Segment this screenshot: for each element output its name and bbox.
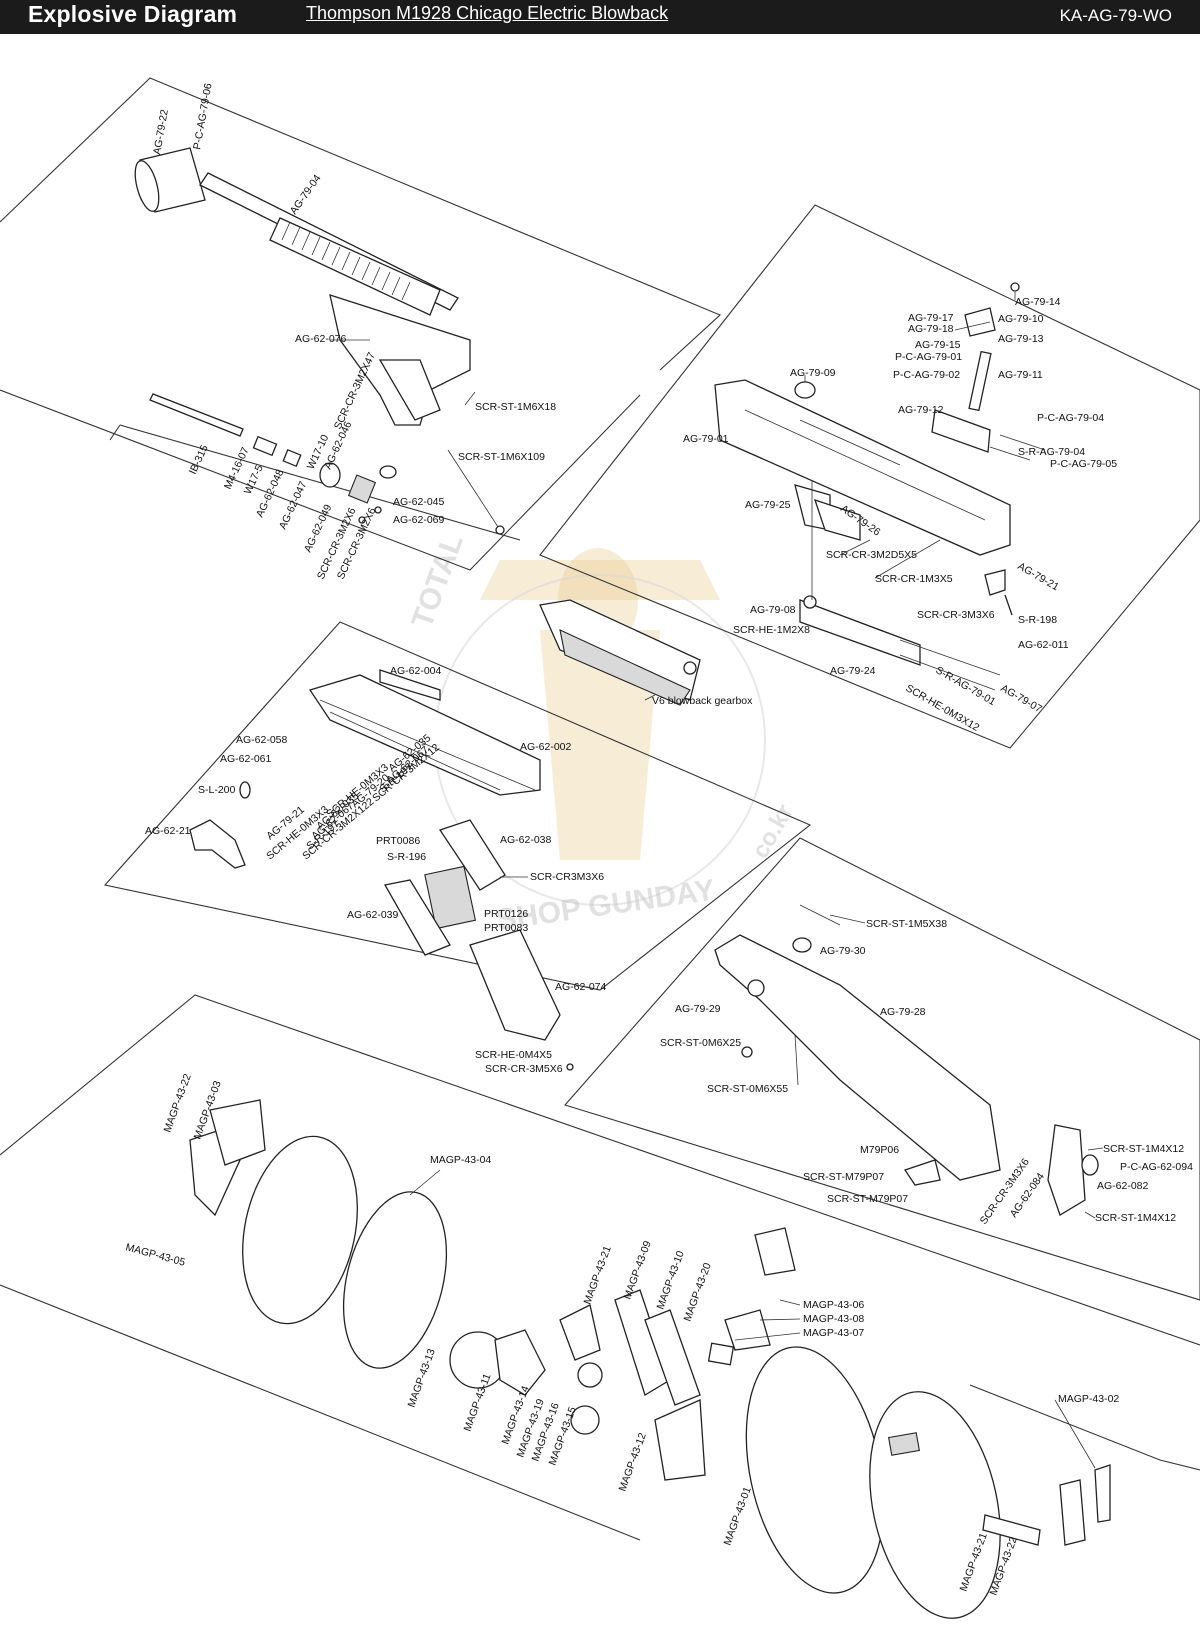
label-ag-62-076: AG-62-076 bbox=[295, 333, 347, 345]
label-ag-79-22: AG-79-22 bbox=[151, 108, 171, 155]
label-ag-62-058: AG-62-058 bbox=[236, 734, 288, 746]
label-ag-79-28: AG-79-28 bbox=[880, 1006, 926, 1018]
label-ag-79-24: AG-79-24 bbox=[830, 665, 876, 677]
label-w17-5: W17-5 bbox=[242, 463, 266, 496]
label-scr-st-1m6x18: SCR-ST-1M6X18 bbox=[475, 401, 556, 413]
label-ag-79-07: AG-79-07 bbox=[999, 682, 1045, 715]
label-ag-62-045: AG-62-045 bbox=[393, 496, 445, 508]
drum-magazine-group bbox=[189, 1099, 1111, 1619]
label-ag-79-17: AG-79-17 bbox=[908, 312, 954, 324]
label-scr-st-0m6x25: SCR-ST-0M6X25 bbox=[660, 1037, 741, 1049]
label-scr-cr-3m5x6: SCR-CR-3M5X6 bbox=[485, 1063, 563, 1075]
label-scr-cr-1m3x5: SCR-CR-1M3X5 bbox=[875, 573, 953, 585]
label-magp-43-22-a: MAGP-43-22 bbox=[162, 1072, 194, 1134]
label-ag-79-11: AG-79-11 bbox=[998, 369, 1043, 381]
header-bar: Explosive Diagram Thompson M1928 Chicago… bbox=[0, 0, 1200, 34]
label-ag-62-004: AG-62-004 bbox=[390, 665, 442, 677]
label-magp-43-12: MAGP-43-12 bbox=[617, 1431, 649, 1493]
label-scr-st-1m6x109: SCR-ST-1M6X109 bbox=[458, 451, 545, 463]
label-scr-st-0m6x55: SCR-ST-0M6X55 bbox=[707, 1083, 788, 1095]
label-scr-st-1m5x38: SCR-ST-1M5X38 bbox=[866, 918, 947, 930]
label-scr-he-0m4x5: SCR-HE-0M4X5 bbox=[475, 1049, 552, 1061]
label-magp-43-10: MAGP-43-10 bbox=[655, 1249, 687, 1311]
label-ag-79-10: AG-79-10 bbox=[998, 313, 1044, 325]
label-magp-43-13: MAGP-43-13 bbox=[406, 1347, 438, 1409]
label-magp-43-05: MAGP-43-05 bbox=[124, 1241, 186, 1268]
label-scr-cr-3m2d5x5: SCR-CR-3M2D5X5 bbox=[826, 549, 917, 561]
label-s-r-196: S-R-196 bbox=[387, 851, 426, 863]
label-ag-62-21: AG-62-21 bbox=[145, 825, 191, 837]
leader-lines bbox=[330, 292, 1104, 1469]
label-scr-st-1m4x12-b: SCR-ST-1M4X12 bbox=[1095, 1212, 1176, 1224]
section-frames bbox=[0, 77, 1200, 1541]
model-code: KA-AG-79-WO bbox=[1059, 6, 1172, 25]
receiver-group bbox=[714, 282, 1046, 691]
label-ag-79-12: AG-79-12 bbox=[898, 404, 944, 416]
label-scr-cr3m3x6: SCR-CR3M3X6 bbox=[530, 871, 604, 883]
label-magp-43-02: MAGP-43-02 bbox=[1058, 1393, 1119, 1405]
lower-receiver-group bbox=[189, 669, 574, 1071]
label-s-r-ag-79-04: S-R-AG-79-04 bbox=[1018, 446, 1085, 458]
label-p-c-ag-79-02: P-C-AG-79-02 bbox=[893, 369, 960, 381]
label-ag-62-047: AG-62-047 bbox=[277, 480, 310, 532]
label-ag-79-30: AG-79-30 bbox=[820, 945, 866, 957]
label-ag-62-069: AG-62-069 bbox=[393, 514, 445, 526]
label-magp-43-21-a: MAGP-43-21 bbox=[582, 1244, 614, 1306]
label-m79p06: M79P06 bbox=[860, 1144, 899, 1156]
label-p-c-ag-79-05: P-C-AG-79-05 bbox=[1050, 458, 1117, 470]
label-prt0086: PRT0086 bbox=[376, 835, 420, 847]
label-v6-blowback-gearbox: V6 blowback gearbox bbox=[652, 695, 753, 707]
label-s-l-200: S-L-200 bbox=[198, 784, 236, 796]
label-ag-79-15: AG-79-15 bbox=[915, 339, 961, 351]
label-ib-315: IB-315 bbox=[187, 443, 211, 476]
label-prt0083: PRT0083 bbox=[484, 922, 528, 934]
label-ag-79-04: AG-79-04 bbox=[288, 172, 324, 216]
barrel-group bbox=[134, 147, 505, 535]
watermark-left-text: TOTAL bbox=[406, 530, 470, 633]
label-scr-cr-3m3x6: SCR-CR-3M3X6 bbox=[917, 609, 995, 621]
label-ag-79-14: AG-79-14 bbox=[1015, 296, 1061, 308]
page-title: Explosive Diagram bbox=[28, 1, 238, 27]
label-magp-43-01: MAGP-43-01 bbox=[722, 1485, 754, 1547]
gearbox-group bbox=[539, 599, 701, 706]
label-p-c-ag-79-04: P-C-AG-79-04 bbox=[1037, 412, 1104, 424]
label-ag-62-011: AG-62-011 bbox=[1018, 639, 1069, 651]
label-magp-43-08: MAGP-43-08 bbox=[803, 1313, 864, 1325]
label-s-r-198: S-R-198 bbox=[1018, 614, 1057, 626]
ribbed-barrel-icon bbox=[281, 221, 411, 301]
label-ag-62-038: AG-62-038 bbox=[500, 834, 552, 846]
label-scr-cr-3m2x47: SCR-CR-3M2X47 bbox=[332, 350, 378, 431]
label-scr-st-1m4x12-a: SCR-ST-1M4X12 bbox=[1103, 1143, 1184, 1155]
label-prt0126: PRT0126 bbox=[484, 908, 528, 920]
label-ag-79-21-top: AG-79-21 bbox=[1016, 560, 1062, 593]
label-scr-he-1m2x8: SCR-HE-1M2X8 bbox=[733, 624, 810, 636]
label-magp-43-04: MAGP-43-04 bbox=[430, 1154, 491, 1166]
label-magp-43-07: MAGP-43-07 bbox=[803, 1327, 864, 1339]
stock-group bbox=[714, 904, 1099, 1216]
label-p-c-ag-79-06: P-C-AG-79-06 bbox=[191, 82, 214, 150]
exploded-diagram: TOTAL SHOP GUNDAY co.kr bbox=[0, 77, 1200, 1619]
label-ag-79-25: AG-79-25 bbox=[745, 499, 791, 511]
label-ag-62-039: AG-62-039 bbox=[347, 909, 399, 921]
label-p-c-ag-79-01: P-C-AG-79-01 bbox=[895, 351, 962, 363]
label-ag-79-29: AG-79-29 bbox=[675, 1003, 721, 1015]
label-ag-79-18: AG-79-18 bbox=[908, 323, 954, 335]
label-ag-79-01: AG-79-01 bbox=[683, 433, 729, 445]
label-scr-st-m79p07-a: SCR-ST-M79P07 bbox=[803, 1171, 884, 1183]
inner-barrel-group bbox=[149, 393, 397, 524]
label-ag-62-074: AG-62-074 bbox=[555, 981, 607, 993]
label-ag-79-08: AG-79-08 bbox=[750, 604, 796, 616]
label-ag-79-13: AG-79-13 bbox=[998, 333, 1044, 345]
label-magp-43-20: MAGP-43-20 bbox=[682, 1261, 714, 1323]
label-p-c-ag-62-094: P-C-AG-62-094 bbox=[1120, 1161, 1193, 1173]
label-ag-62-061: AG-62-061 bbox=[220, 753, 272, 765]
label-magp-43-06: MAGP-43-06 bbox=[803, 1299, 864, 1311]
page-subtitle: Thompson M1928 Chicago Electric Blowback bbox=[306, 3, 669, 23]
label-scr-st-m79p07-b: SCR-ST-M79P07 bbox=[827, 1193, 908, 1205]
label-ag-79-09: AG-79-09 bbox=[790, 367, 836, 379]
label-ag-62-082: AG-62-082 bbox=[1097, 1180, 1149, 1192]
label-ag-62-002: AG-62-002 bbox=[520, 741, 572, 753]
